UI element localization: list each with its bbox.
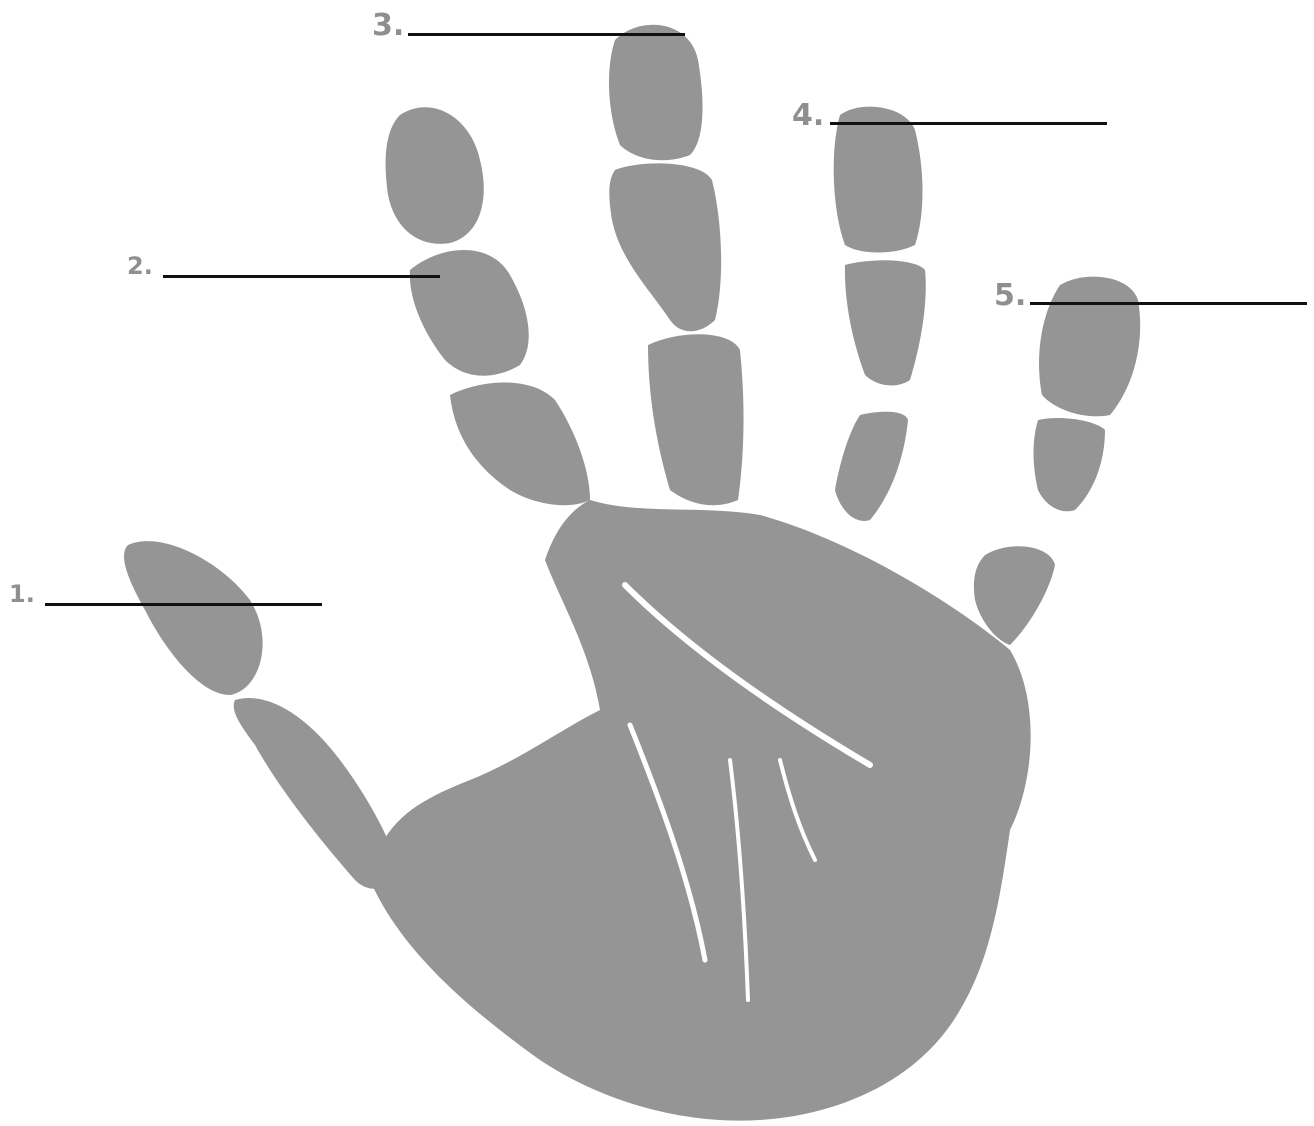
little-base <box>1034 418 1106 511</box>
middle-middle <box>609 163 721 331</box>
index-base <box>450 383 590 506</box>
thumb-base <box>234 698 400 889</box>
palm <box>370 500 1031 1121</box>
label-line-1 <box>45 603 322 606</box>
middle-tip <box>609 25 703 160</box>
label-line-2 <box>163 275 440 278</box>
middle-base <box>648 334 744 505</box>
label-number-5: 5. <box>994 281 1026 311</box>
thumb-tip <box>124 541 263 695</box>
index-tip <box>386 107 484 244</box>
label-number-3: 3. <box>372 11 404 41</box>
little-palm-patch <box>974 546 1055 645</box>
label-line-5 <box>1030 302 1307 305</box>
ring-tip <box>834 107 923 253</box>
label-number-2: 2. <box>127 254 153 278</box>
little-tip <box>1039 277 1140 417</box>
label-line-3 <box>408 33 685 36</box>
label-number-1: 1. <box>9 582 35 606</box>
ring-base <box>835 412 908 521</box>
ring-middle <box>845 260 926 385</box>
label-line-4 <box>830 122 1107 125</box>
label-number-4: 4. <box>792 101 824 131</box>
index-middle <box>410 250 529 376</box>
